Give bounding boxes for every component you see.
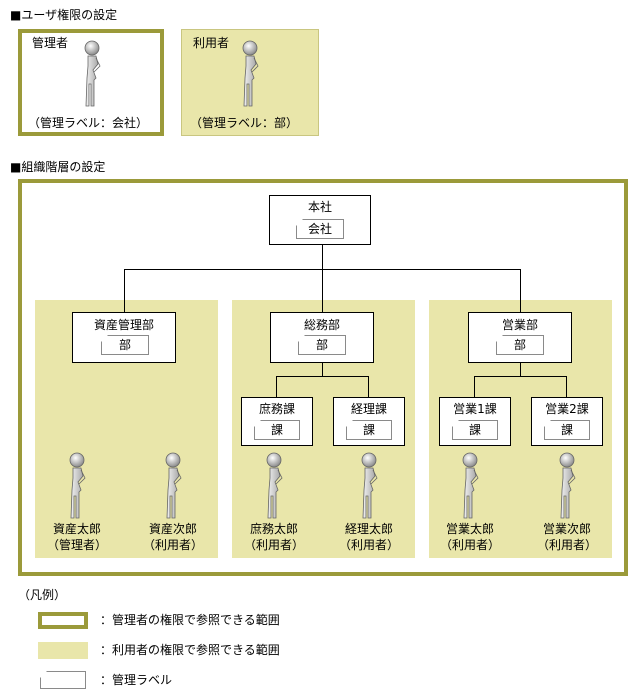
person-icon: [162, 452, 184, 520]
dept-name: 資産管理部: [93, 318, 154, 332]
admin-role-label: （管理ラベル：会社）: [28, 116, 149, 130]
management-label-tag: 部: [298, 335, 346, 355]
person-icon: [66, 452, 88, 520]
dept-name: 総務部: [303, 318, 340, 332]
person-name: 資産次郎: [148, 522, 197, 536]
person-name: 庶務太郎: [249, 522, 298, 536]
legend-title: （凡例）: [18, 588, 67, 602]
admin-role-name: 管理者: [32, 36, 69, 50]
management-label-tag: 課: [254, 420, 300, 440]
legend-swatch-user: [38, 642, 88, 659]
person-icon: [459, 452, 481, 520]
legend-swatch-label: [40, 671, 86, 689]
person-name: 営業次郎: [542, 522, 591, 536]
section-name: 営業2課: [545, 402, 589, 416]
section-name: 営業1課: [453, 402, 497, 416]
connector: [474, 376, 475, 398]
legend-item-user: ：利用者の権限で参照できる範囲: [100, 643, 280, 657]
section-name: 経理課: [350, 402, 387, 416]
person-role: （利用者）: [142, 538, 203, 552]
person-icon: [358, 452, 380, 520]
person-role: （利用者）: [243, 538, 304, 552]
connector: [322, 363, 323, 376]
person-role: （利用者）: [439, 538, 500, 552]
user-role-label: （管理ラベル：部）: [190, 116, 299, 130]
management-label-tag: 課: [452, 420, 498, 440]
admin-role-card: [18, 29, 164, 136]
legend-item-admin: ：管理者の権限で参照できる範囲: [100, 613, 280, 627]
section-title-org: ■組織階層の設定: [10, 160, 106, 174]
connector: [276, 376, 277, 398]
management-label-tag: 課: [346, 420, 392, 440]
person-role: （利用者）: [536, 538, 597, 552]
connector: [124, 269, 125, 313]
connector: [566, 376, 567, 398]
connector: [322, 269, 323, 313]
person-name: 経理太郎: [344, 522, 393, 536]
person-icon: [239, 40, 261, 108]
person-name: 営業太郎: [445, 522, 494, 536]
section-name: 庶務課: [258, 402, 295, 416]
person-name: 資産太郎: [52, 522, 101, 536]
person-role: （利用者）: [338, 538, 399, 552]
connector: [322, 244, 323, 269]
person-icon: [263, 452, 285, 520]
connector: [474, 376, 567, 377]
user-role-name: 利用者: [193, 36, 230, 50]
person-role: （管理者）: [46, 538, 107, 552]
management-label-tag: 会社: [296, 219, 344, 239]
org-node-root-name: 本社: [307, 200, 332, 214]
management-label-tag: 課: [544, 420, 590, 440]
org-admin-scope-frame: [18, 179, 628, 576]
legend-swatch-admin: [38, 612, 88, 629]
person-icon: [556, 452, 578, 520]
connector: [520, 363, 521, 376]
management-label-tag: 部: [496, 335, 544, 355]
person-icon: [81, 40, 103, 108]
section-title-user-roles: ■ユーザ権限の設定: [10, 8, 118, 22]
connector: [276, 376, 369, 377]
connector: [368, 376, 369, 398]
dept-name: 営業部: [501, 318, 538, 332]
management-label-tag: 部: [101, 335, 149, 355]
legend-item-label: ：管理ラベル: [100, 673, 173, 687]
connector: [520, 269, 521, 313]
